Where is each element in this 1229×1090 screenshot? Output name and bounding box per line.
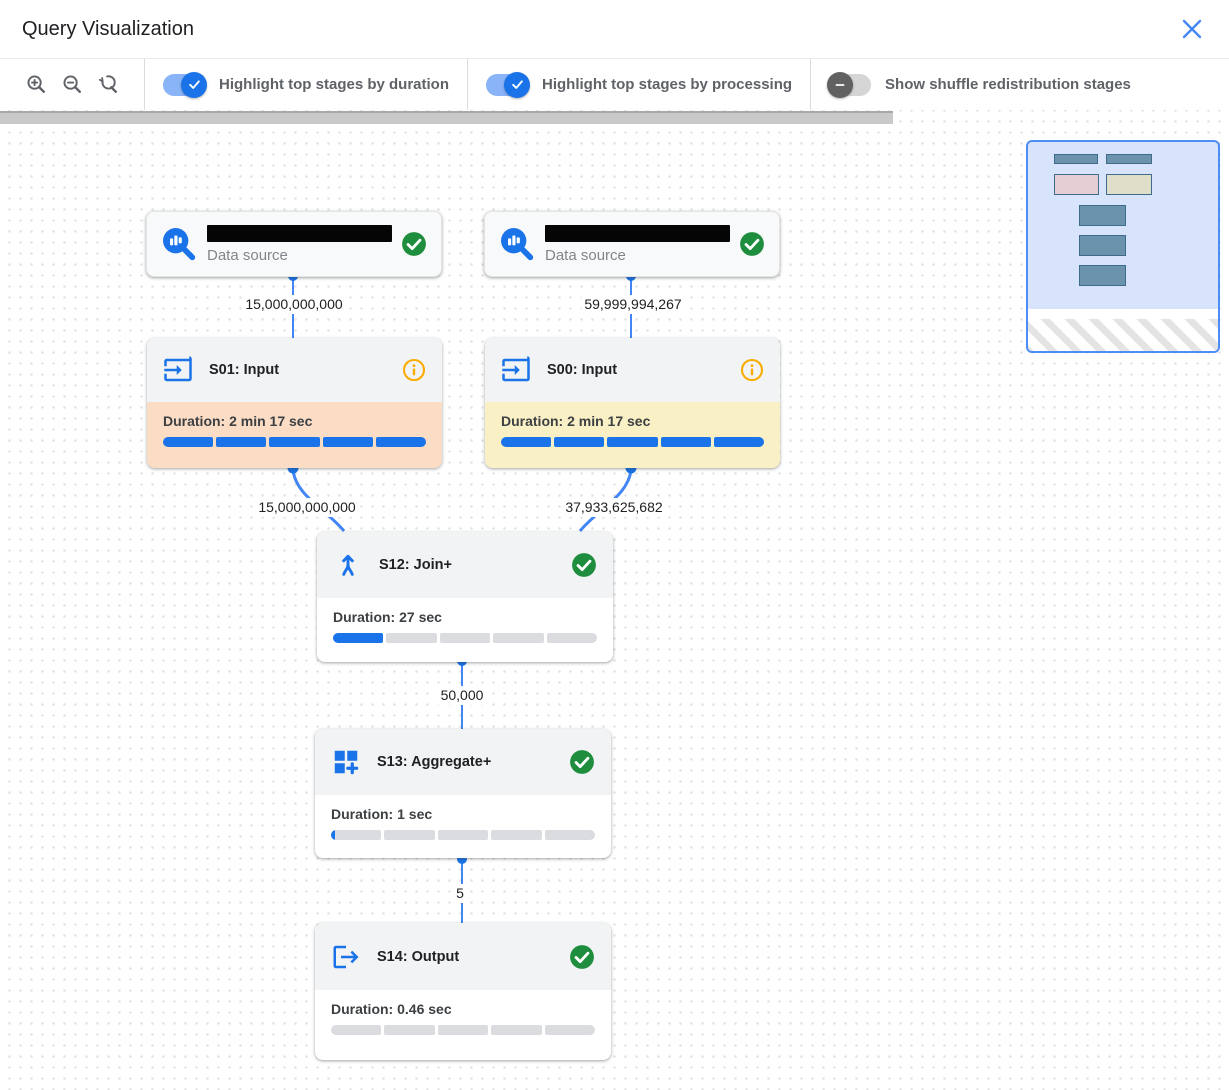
join-stage-icon	[333, 550, 363, 580]
success-check-icon	[569, 749, 595, 775]
zoom-in-icon	[26, 75, 45, 93]
duration-text: Duration: 2 min 17 sec	[163, 413, 313, 429]
minimap-node	[1054, 154, 1098, 164]
stage-duration-section: Duration: 1 sec	[315, 795, 611, 858]
success-check-icon	[569, 944, 595, 970]
output-stage-icon	[331, 942, 361, 972]
toggle-thumb	[504, 71, 530, 98]
minimap-gap	[1028, 309, 1218, 319]
toggle-thumb	[827, 71, 854, 98]
toggle-group-processing: Highlight top stages by processing	[468, 59, 812, 110]
edge-label-rows: 5	[453, 884, 467, 903]
node-data-source-1[interactable]: Data source	[146, 211, 442, 277]
node-stage-s12[interactable]: S12: Join+ Duration: 27 sec	[317, 532, 613, 662]
check-icon	[188, 80, 200, 89]
duration-progress-bar	[331, 830, 596, 840]
zoom-reset-button[interactable]	[90, 67, 126, 103]
stage-title: S00: Input	[547, 362, 618, 378]
data-source-label: Data source	[207, 246, 288, 264]
redacted-table-name	[207, 224, 392, 242]
edge-label-rows: 50,000	[437, 686, 487, 705]
node-stage-s14[interactable]: S14: Output Duration: 0.46 sec	[315, 923, 611, 1060]
toggle-group-duration: Highlight top stages by duration	[145, 59, 468, 110]
info-icon[interactable]	[402, 358, 426, 382]
stage-title: S14: Output	[377, 948, 460, 965]
close-icon	[1182, 19, 1202, 39]
minimap[interactable]	[1026, 140, 1220, 353]
duration-text: Duration: 2 min 17 sec	[501, 413, 651, 429]
toggle-thumb	[181, 71, 207, 98]
stage-duration-section: Duration: 2 min 17 sec	[485, 402, 780, 468]
duration-progress-bar	[501, 437, 765, 447]
duration-text: Duration: 0.46 sec	[331, 1001, 452, 1017]
zoom-in-button[interactable]	[18, 67, 54, 103]
node-stage-s00[interactable]: S00: Input Duration: 2 min 17 sec	[485, 338, 780, 468]
redacted-table-name	[545, 224, 730, 242]
stage-duration-section: Duration: 27 sec	[317, 598, 613, 662]
aggregate-stage-icon	[331, 747, 361, 777]
toggle-label-duration: Highlight top stages by duration	[219, 76, 449, 93]
edge-label-rows: 15,000,000,000	[242, 295, 346, 314]
zoom-controls	[0, 59, 145, 110]
toggle-show-shuffle[interactable]	[827, 71, 872, 98]
edge-label-rows: 15,000,000,000	[255, 498, 359, 517]
zoom-out-button[interactable]	[54, 67, 90, 103]
stage-duration-section: Duration: 2 min 17 sec	[147, 402, 442, 468]
horizontal-scrollbar[interactable]	[0, 111, 893, 124]
duration-progress-bar	[333, 633, 598, 643]
minus-icon	[835, 83, 845, 86]
minimap-node-highlight-processing	[1106, 174, 1152, 195]
zoom-reset-icon	[98, 75, 117, 93]
toggle-group-shuffle: Show shuffle redistribution stages	[811, 59, 1149, 110]
check-icon	[511, 80, 523, 89]
page-title: Query Visualization	[22, 17, 194, 40]
input-stage-icon	[501, 355, 531, 385]
toggle-label-processing: Highlight top stages by processing	[542, 76, 793, 93]
toggle-label-shuffle: Show shuffle redistribution stages	[885, 76, 1131, 93]
minimap-hatched-area	[1028, 319, 1218, 351]
dialog-header: Query Visualization	[0, 0, 1229, 59]
minimap-node	[1079, 235, 1126, 256]
duration-progress-bar	[331, 1025, 596, 1035]
stage-title: S12: Join+	[379, 557, 452, 573]
edge-label-rows: 37,933,625,682	[562, 498, 666, 517]
stage-title: S01: Input	[209, 362, 280, 378]
success-check-icon	[401, 231, 427, 257]
success-check-icon	[571, 552, 597, 578]
data-source-label: Data source	[545, 246, 626, 264]
success-check-icon	[739, 231, 765, 257]
toolbar: Highlight top stages by duration Highlig…	[0, 59, 1229, 110]
data-source-icon	[497, 224, 537, 264]
edge-label-rows: 59,999,994,267	[581, 295, 685, 314]
toggle-highlight-duration[interactable]	[163, 71, 207, 98]
duration-text: Duration: 27 sec	[333, 609, 442, 625]
stage-title: S13: Aggregate+	[377, 754, 492, 770]
data-source-icon	[159, 224, 199, 264]
duration-text: Duration: 1 sec	[331, 806, 433, 822]
minimap-node	[1079, 205, 1126, 226]
node-data-source-2[interactable]: Data source	[484, 211, 780, 277]
input-stage-icon	[163, 355, 193, 385]
minimap-node	[1106, 154, 1152, 164]
minimap-node	[1079, 265, 1126, 286]
node-stage-s01[interactable]: S01: Input Duration: 2 min 17 sec	[147, 338, 442, 468]
zoom-out-icon	[62, 75, 81, 93]
toggle-highlight-processing[interactable]	[486, 71, 530, 98]
stage-duration-section: Duration: 0.46 sec	[315, 990, 611, 1060]
minimap-node-highlight-duration	[1054, 174, 1099, 195]
duration-progress-bar	[163, 437, 427, 447]
node-stage-s13[interactable]: S13: Aggregate+ Duration: 1 sec	[315, 729, 611, 858]
close-button[interactable]	[1177, 14, 1207, 44]
info-icon[interactable]	[740, 358, 764, 382]
